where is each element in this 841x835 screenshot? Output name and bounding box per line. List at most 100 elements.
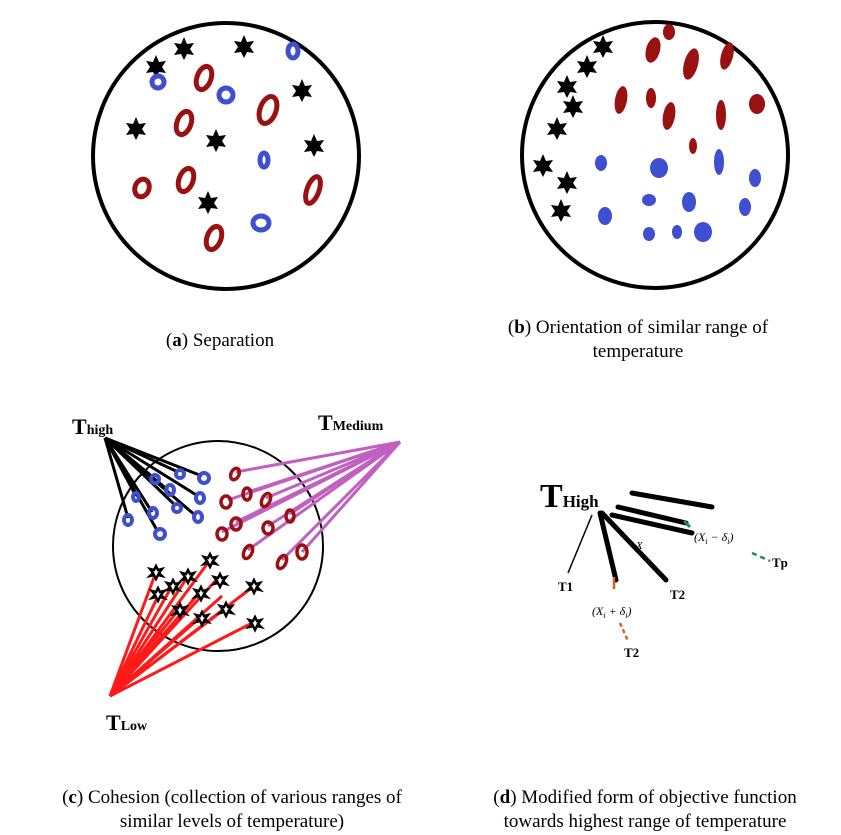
ring-particle bbox=[250, 213, 272, 233]
caption-a: (a) Separation bbox=[165, 330, 275, 351]
caption-d: (d) Modified form of objective function … bbox=[493, 787, 797, 832]
panel-b-diagram bbox=[520, 20, 790, 290]
loop-particle bbox=[132, 176, 152, 200]
ring-particle bbox=[257, 150, 271, 170]
ring-particle bbox=[595, 155, 607, 171]
caption-a-text: Separation bbox=[192, 330, 275, 351]
caption-b: (b) Orientation of similar range of temp… bbox=[507, 317, 769, 362]
loop-particle bbox=[662, 102, 676, 130]
star-particle bbox=[551, 199, 571, 222]
x-label: X bbox=[635, 540, 644, 552]
loop-particle bbox=[256, 94, 280, 126]
loop-particle bbox=[645, 37, 661, 63]
t-medium-red-particles bbox=[215, 466, 309, 571]
t-high-main: T bbox=[72, 414, 87, 439]
t-high-sub: high bbox=[87, 423, 114, 438]
t-low-sub: Low bbox=[121, 719, 148, 734]
t2-right-label: T2 bbox=[670, 587, 685, 602]
caption-c-line1: Cohesion (collection of various ranges o… bbox=[87, 787, 402, 808]
loop-particle bbox=[614, 86, 628, 114]
t-low-lines bbox=[108, 559, 255, 698]
caption-b-line1: Orientation of similar range of bbox=[535, 317, 769, 338]
blue-ring-particles bbox=[149, 41, 301, 233]
star-particle bbox=[547, 117, 567, 140]
t-medium-main: T bbox=[318, 410, 333, 435]
minus-formula: (Xi − δi) bbox=[694, 530, 733, 546]
panel-a-diagram bbox=[91, 21, 361, 291]
orange-dashed-line bbox=[618, 622, 630, 642]
loop-particle bbox=[663, 24, 675, 40]
t-high-label: Thigh bbox=[72, 414, 113, 439]
t-high-lines bbox=[103, 436, 203, 533]
caption-d-line2: towards highest range of temperature bbox=[503, 811, 787, 832]
blue-ring-particles bbox=[595, 149, 761, 242]
star-particle bbox=[126, 117, 146, 140]
teal-mark bbox=[682, 519, 692, 529]
caption-c-letter: c bbox=[68, 787, 77, 808]
red-loop-particles bbox=[132, 63, 323, 253]
loop-particle bbox=[203, 223, 225, 253]
caption-d-line1: Modified form of objective function bbox=[521, 787, 797, 808]
loop-particle bbox=[749, 94, 765, 114]
star-particle bbox=[174, 37, 194, 60]
container-circle bbox=[112, 440, 324, 652]
container-circle bbox=[91, 21, 361, 291]
star-particle bbox=[593, 35, 613, 58]
container-circle bbox=[520, 20, 790, 290]
t-low-label: TLow bbox=[106, 710, 148, 735]
ring-particle bbox=[650, 158, 668, 178]
ring-particle bbox=[216, 85, 236, 105]
t2-bottom-label: T2 bbox=[624, 645, 639, 660]
ring-particle bbox=[714, 149, 724, 175]
loop-particle bbox=[173, 108, 195, 138]
loop-particle bbox=[716, 100, 726, 130]
t-high-d-sub: High bbox=[563, 492, 599, 511]
caption-a-letter: a bbox=[172, 330, 182, 351]
t-medium-sub: Medium bbox=[333, 419, 384, 434]
plus-formula: (Xi + δi) bbox=[592, 604, 631, 620]
star-particle bbox=[146, 55, 166, 78]
star-particle bbox=[234, 35, 254, 58]
star-particle bbox=[206, 129, 226, 152]
caption-c: (c) Cohesion (collection of various rang… bbox=[62, 787, 402, 832]
loop-particle bbox=[683, 48, 699, 80]
tp-label: Tp bbox=[772, 555, 788, 570]
panel-d-diagram: THigh X (Xi − δi) (Xi + δi) T1 T2 T2 Tp bbox=[540, 478, 788, 660]
loop-particle bbox=[646, 88, 656, 108]
ring-particle bbox=[739, 198, 751, 216]
thick-black-lines bbox=[597, 490, 715, 583]
star-particle bbox=[577, 55, 597, 78]
t-high-d-main: T bbox=[540, 478, 563, 515]
black-star-particles bbox=[126, 35, 324, 214]
star-particle bbox=[557, 75, 577, 98]
caption-c-line2: similar levels of temperature) bbox=[119, 811, 345, 832]
ring-particle bbox=[643, 227, 655, 241]
ring-particle bbox=[149, 73, 167, 91]
loop-particle bbox=[193, 63, 215, 93]
panel-c-diagram: Thigh TMedium TLow bbox=[72, 410, 402, 735]
t1-thin-line bbox=[567, 514, 593, 574]
ring-particle bbox=[749, 169, 761, 187]
star-particle bbox=[533, 154, 553, 177]
star-particle bbox=[563, 95, 583, 118]
black-star-particles bbox=[533, 35, 613, 222]
loop-particle bbox=[303, 174, 323, 206]
teal-dashed-line bbox=[751, 551, 771, 563]
star-particle bbox=[304, 134, 324, 157]
ring-particle bbox=[672, 225, 682, 239]
t-high-label-d: THigh bbox=[540, 478, 599, 515]
loop-particle bbox=[175, 165, 197, 195]
loop-particle bbox=[720, 42, 734, 70]
t-low-main: T bbox=[106, 710, 121, 735]
star-particle bbox=[198, 191, 218, 214]
red-loop-particles bbox=[614, 24, 765, 154]
caption-b-letter: b bbox=[514, 317, 525, 338]
star-particle bbox=[557, 171, 577, 194]
caption-d-letter: d bbox=[499, 787, 511, 808]
t-medium-lines bbox=[221, 440, 402, 562]
ring-particle bbox=[598, 207, 612, 225]
star-particle bbox=[292, 79, 312, 102]
t-low-star-particles bbox=[145, 551, 266, 633]
ring-particle bbox=[682, 192, 696, 212]
t-medium-label: TMedium bbox=[318, 410, 384, 435]
